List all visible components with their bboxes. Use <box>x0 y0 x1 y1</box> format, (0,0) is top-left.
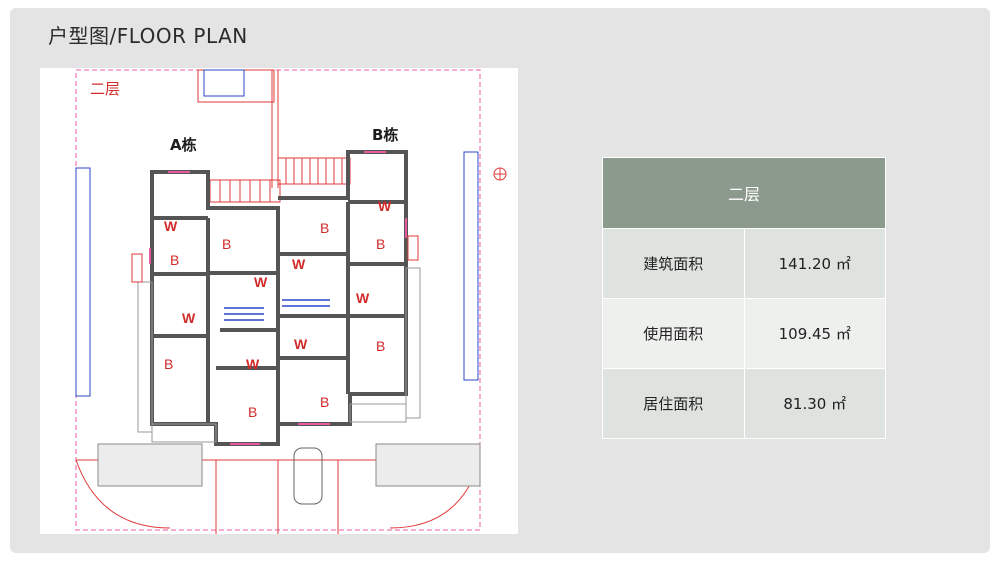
area-value: 109.45 ㎡ <box>743 298 886 369</box>
room-label-washroom: W <box>246 356 260 372</box>
room-label-washroom: W <box>378 198 392 214</box>
area-value: 81.30 ㎡ <box>743 368 886 439</box>
room-label-bedroom: B <box>376 338 386 354</box>
room-label-bedroom: B <box>320 220 330 236</box>
room-label-bedroom: B <box>170 252 180 268</box>
room-label-washroom: W <box>164 218 178 234</box>
table-row: 使用面积 109.45 ㎡ <box>602 298 886 369</box>
floor-plan-drawing: 二层 A栋 B栋 B B B B B B B B W W W W W W W W <box>40 68 518 534</box>
room-label-bedroom: B <box>164 356 174 372</box>
building-b-label: B栋 <box>372 126 399 144</box>
room-label-washroom: W <box>356 290 370 306</box>
area-label: 使用面积 <box>602 298 745 369</box>
room-label-bedroom: B <box>376 236 386 252</box>
area-table-header: 二层 <box>602 157 886 229</box>
room-label-washroom: W <box>292 256 306 272</box>
room-label-bedroom: B <box>222 236 232 252</box>
area-label: 居住面积 <box>602 368 745 439</box>
floor-label: 二层 <box>90 80 121 98</box>
page-title: 户型图/FLOOR PLAN <box>48 24 248 48</box>
table-row: 建筑面积 141.20 ㎡ <box>602 228 886 299</box>
area-table: 二层 建筑面积 141.20 ㎡ 使用面积 109.45 ㎡ 居住面积 81.3… <box>602 157 886 439</box>
area-label: 建筑面积 <box>602 228 745 299</box>
room-label-washroom: W <box>294 336 308 352</box>
building-a-label: A栋 <box>170 136 197 154</box>
table-row: 居住面积 81.30 ㎡ <box>602 368 886 439</box>
room-label-bedroom: B <box>248 404 258 420</box>
floor-plan-svg <box>75 69 507 534</box>
area-value: 141.20 ㎡ <box>743 228 886 299</box>
room-label-washroom: W <box>254 274 268 290</box>
room-label-bedroom: B <box>320 394 330 410</box>
room-label-washroom: W <box>182 310 196 326</box>
